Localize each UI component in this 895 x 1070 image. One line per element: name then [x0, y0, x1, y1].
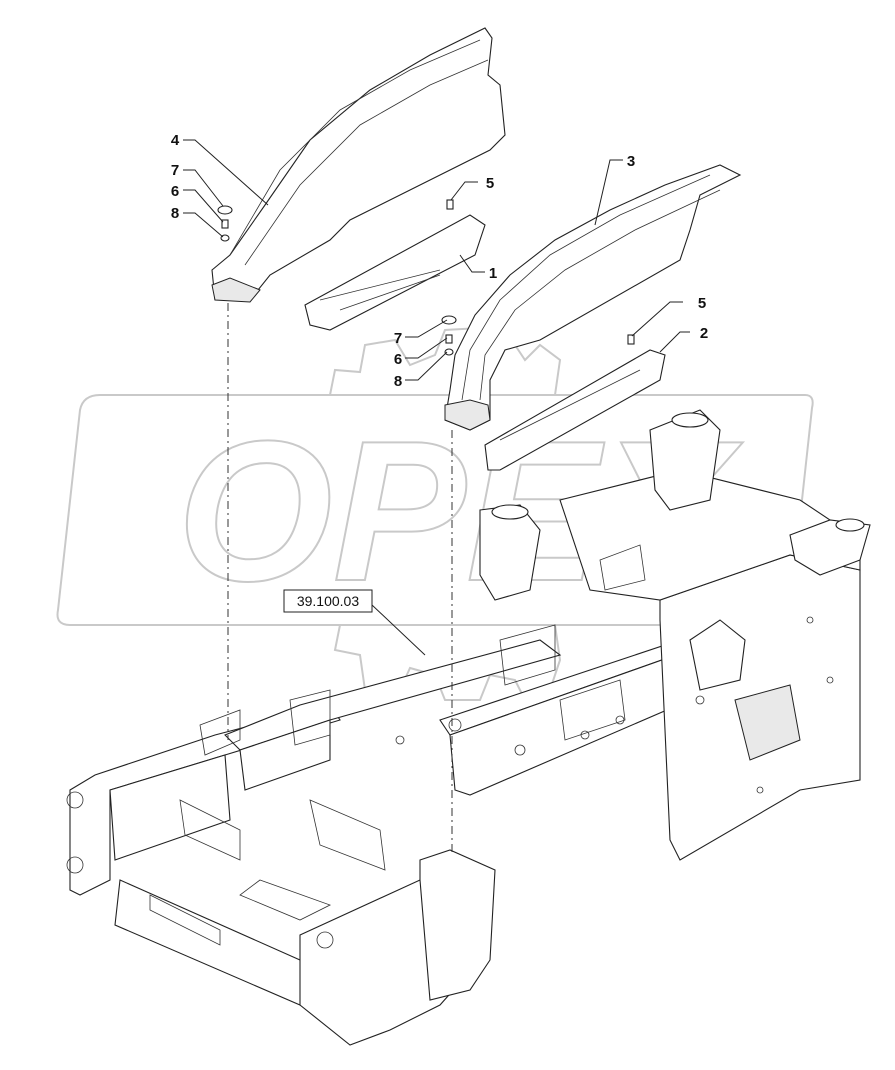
leader-lines [183, 139, 690, 656]
tractor-frame [66, 409, 871, 1046]
screw-6a [221, 219, 229, 229]
part-4-left-fender [211, 27, 506, 303]
callout-7-right: 7 [394, 330, 402, 347]
callout-2: 2 [700, 325, 708, 342]
screw-6b [445, 334, 453, 344]
callout-8-left: 8 [171, 205, 179, 222]
callout-4: 4 [171, 132, 180, 149]
callout-6-left: 6 [171, 183, 179, 200]
callout-5-right: 5 [698, 295, 706, 312]
part-2-right-panel [484, 349, 666, 471]
reference-code: 39.100.03 [297, 593, 359, 609]
screw-5a [446, 199, 454, 210]
callouts: 4 7 6 8 5 1 3 5 2 7 6 8 [171, 132, 708, 390]
screw-5b [627, 334, 635, 345]
callout-8-right: 8 [394, 373, 402, 390]
reference-box: 39.100.03 [283, 589, 373, 613]
callout-7-left: 7 [171, 162, 179, 179]
washer-7a [217, 205, 233, 215]
washer-8b [444, 348, 454, 356]
callout-6-right: 6 [394, 351, 402, 368]
callout-5-left: 5 [486, 175, 494, 192]
alignment-lines [227, 285, 453, 855]
callout-3: 3 [627, 153, 635, 170]
part-3-right-fender [444, 164, 742, 431]
part-1-left-panel [304, 214, 486, 331]
washer-7b [441, 315, 457, 325]
hardware [217, 199, 635, 356]
callout-1: 1 [489, 265, 497, 282]
